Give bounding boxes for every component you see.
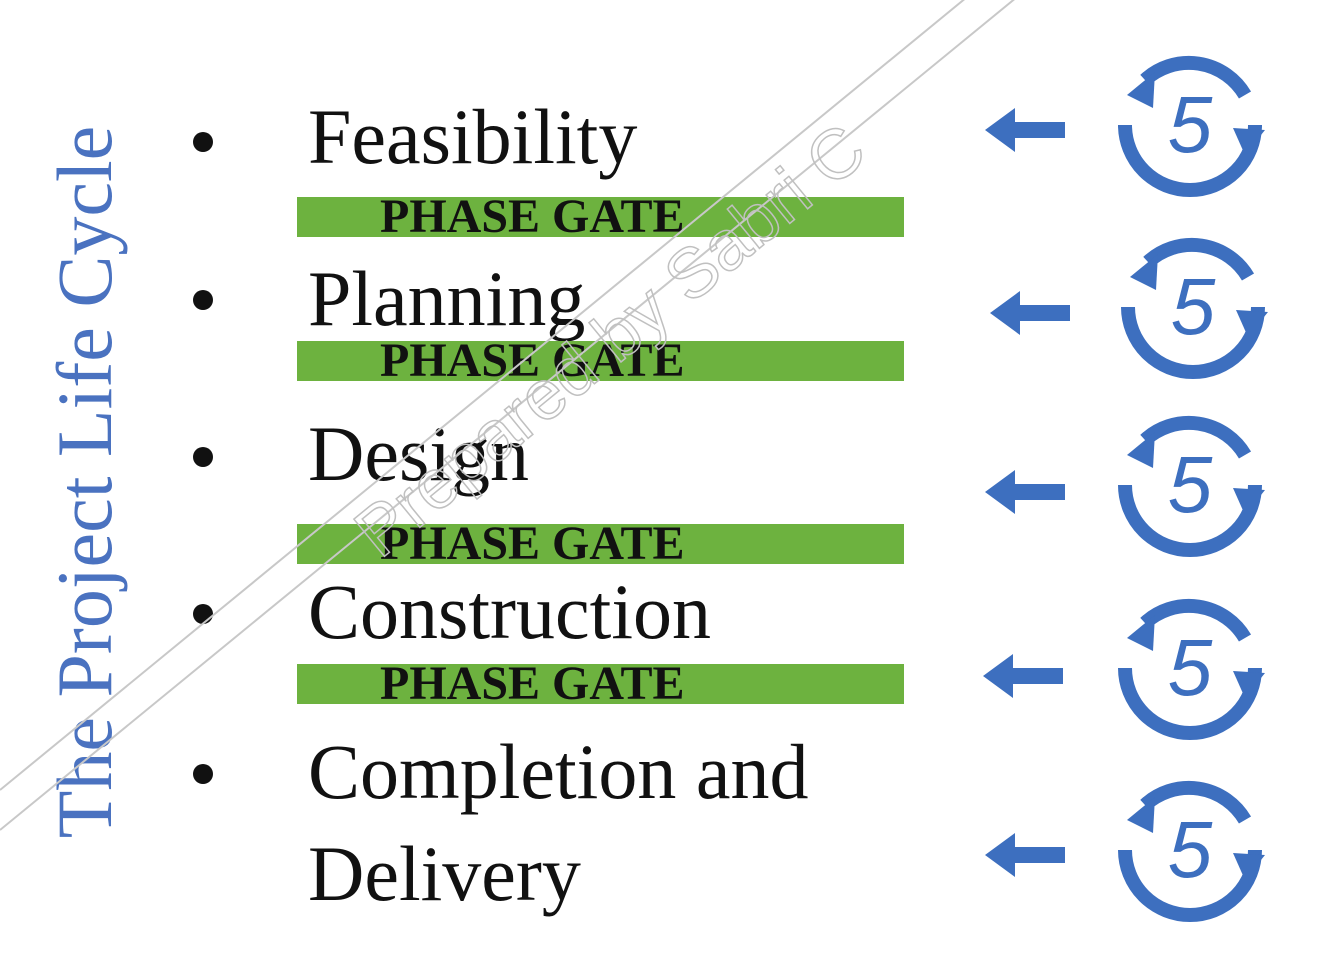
cycle-five-icon: 5 <box>1121 237 1268 380</box>
cycle-five-icon: 5 <box>1118 780 1265 923</box>
phase-gate-label-4: PHASE GATE <box>380 657 685 710</box>
bullet-planning <box>193 290 213 310</box>
left-arrow-icon <box>985 470 1065 514</box>
phase-gate-label-3: PHASE GATE <box>380 517 685 570</box>
cycle-five-icon: 5 <box>1118 415 1265 558</box>
bullet-completion-and-delivery <box>193 764 213 784</box>
cycle-number: 5 <box>1168 440 1213 529</box>
cycle-five-icon: 5 <box>1118 598 1265 741</box>
bullet-design <box>193 447 213 467</box>
cycle-number: 5 <box>1171 262 1216 351</box>
cycle-number: 5 <box>1168 805 1213 894</box>
phase-gate-label-2: PHASE GATE <box>380 334 685 387</box>
phase-gate-label-1: PHASE GATE <box>380 190 685 243</box>
phase-label-completion-line-1: Completion and <box>308 728 809 815</box>
phase-label-completion-line-2: Delivery <box>308 830 581 917</box>
phase-label-design: Design <box>308 410 529 497</box>
phase-label-feasibility: Feasibility <box>308 93 638 180</box>
phase-label-planning: Planning <box>308 255 586 342</box>
cycle-five-icon: 5 <box>1118 55 1265 198</box>
left-arrow-icon <box>983 654 1063 698</box>
left-arrow-icon <box>990 291 1070 335</box>
left-arrow-icon <box>985 833 1065 877</box>
left-arrow-icon <box>985 108 1065 152</box>
bullet-feasibility <box>193 132 213 152</box>
cycle-number: 5 <box>1168 80 1213 169</box>
cycle-number: 5 <box>1168 623 1213 712</box>
phase-label-construction: Construction <box>308 568 711 655</box>
diagram-title: The Project Life Cycle <box>41 125 128 839</box>
bullet-construction <box>193 604 213 624</box>
